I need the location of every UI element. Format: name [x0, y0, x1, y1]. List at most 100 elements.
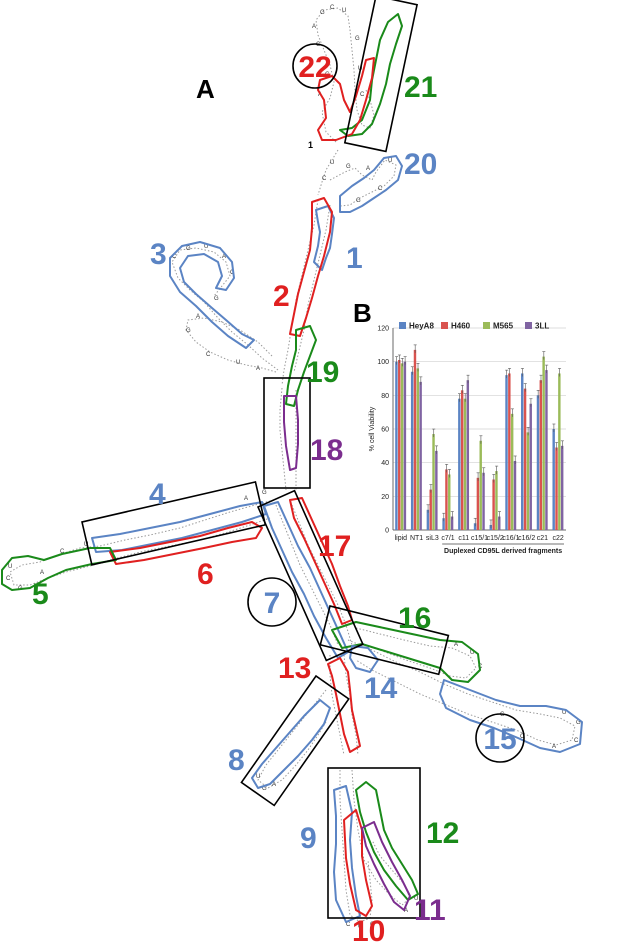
x-tick-label: c16/1 [502, 535, 519, 542]
legend-label-HeyA8: HeyA8 [409, 322, 434, 331]
y-tick-label: 40 [381, 460, 389, 467]
bar-NT1-H460 [413, 349, 417, 530]
fragment-label-18: 18 [310, 434, 343, 467]
bar-lipid-3LL [403, 361, 407, 530]
bar-c7/1-3LL [450, 516, 454, 530]
y-tick-label: 120 [377, 326, 389, 333]
x-tick-label: lipid [395, 535, 408, 542]
x-tick-label: c16/2 [518, 535, 535, 542]
fragment-label-15: 15 [483, 723, 516, 756]
fragment-label-5: 5 [32, 578, 49, 611]
fragment-2-outline [289, 197, 333, 337]
fragment-label-22: 22 [298, 51, 331, 84]
svg-text:G: G [355, 36, 360, 42]
fragment-20-outline [339, 155, 403, 213]
panel-a-label: A [196, 74, 215, 104]
svg-text:G: G [370, 922, 375, 928]
fragment-label-10: 10 [352, 915, 385, 945]
bar-c11-HeyA8 [458, 398, 461, 530]
svg-text:C: C [322, 176, 327, 182]
circle-22 [292, 43, 338, 89]
bar-c21-H460 [539, 380, 543, 530]
bar-c7/1-H460 [445, 469, 448, 530]
svg-text:G: G [186, 328, 191, 334]
fragment-3-outline [169, 241, 255, 349]
svg-text:U: U [562, 710, 566, 716]
legend-label-H460: H460 [451, 322, 471, 331]
box-16 [319, 605, 450, 676]
circle-15 [475, 713, 525, 763]
svg-text:A: A [256, 366, 260, 372]
circle-7 [247, 577, 297, 627]
bar-c16/2-HeyA8 [521, 373, 524, 530]
x-tick-label: siL3 [426, 535, 439, 542]
svg-text:A: A [272, 782, 276, 788]
bar-c11-M565 [463, 398, 467, 530]
svg-text:G: G [576, 720, 581, 726]
start-marker: 1 [308, 140, 313, 150]
bar-lipid-H460 [398, 359, 401, 530]
y-axis-label: % cell Viability [369, 406, 376, 451]
fragment-6-outline [109, 521, 263, 565]
bar-c16/1-HeyA8 [505, 375, 508, 530]
y-tick-label: 80 [381, 393, 389, 400]
bar-c16/1-M565 [510, 413, 514, 530]
svg-text:C: C [172, 254, 177, 260]
bar-c15/1-HeyA8 [473, 523, 477, 530]
bar-c22-3LL [560, 445, 564, 530]
fragment-label-7: 7 [264, 587, 281, 620]
legend-swatch-H460 [441, 322, 448, 329]
fragment-label-20: 20 [404, 148, 437, 181]
svg-text:C: C [520, 734, 525, 740]
svg-text:C: C [6, 576, 11, 582]
svg-text:U: U [358, 924, 362, 930]
fragment-outlines [1, 13, 583, 923]
bar-lipid-HeyA8 [395, 361, 398, 530]
svg-text:U: U [414, 896, 418, 902]
highlight-boxes [81, 0, 450, 919]
bar-c16/2-M565 [526, 432, 530, 530]
svg-text:G: G [356, 198, 361, 204]
box-21 [343, 0, 419, 153]
x-tick-label: c7/1 [441, 535, 454, 542]
bar-c16/2-H460 [523, 388, 527, 530]
bar-siL3-3LL [435, 450, 438, 530]
legend-swatch-3LL [525, 322, 532, 329]
svg-text:C: C [378, 186, 383, 192]
fragment-label-21: 21 [404, 71, 437, 104]
y-tick-label: 0 [385, 528, 389, 535]
bar-siL3-M565 [432, 434, 435, 530]
fragment-16-outline [331, 621, 481, 683]
legend-swatch-HeyA8 [399, 322, 406, 329]
svg-text:C: C [206, 352, 211, 358]
bar-c21-HeyA8 [536, 395, 540, 530]
bar-c11-3LL [466, 380, 470, 530]
y-tick-label: 20 [381, 494, 389, 501]
svg-text:G: G [320, 10, 325, 16]
fragment-label-4: 4 [149, 478, 166, 511]
svg-text:A: A [222, 254, 226, 260]
fragment-label-11: 11 [414, 894, 446, 927]
fragment-label-12: 12 [426, 817, 459, 850]
legend-swatch-M565 [483, 322, 490, 329]
box-18 [263, 377, 311, 489]
legend-label-3LL: 3LL [535, 322, 549, 331]
bar-c15/2-M565 [495, 471, 498, 530]
svg-text:A: A [454, 642, 458, 648]
fragment-18-outline [283, 395, 299, 471]
bar-NT1-3LL [419, 381, 422, 530]
box-9-12 [327, 767, 421, 919]
bar-c7/1-HeyA8 [442, 518, 445, 530]
bar-c22-H460 [555, 447, 558, 530]
svg-text:A: A [552, 744, 556, 750]
bar-c15/2-H460 [492, 479, 495, 530]
fragment-14-outline [349, 645, 379, 673]
svg-text:A: A [366, 166, 370, 172]
bar-c16/1-H460 [508, 373, 511, 530]
x-tick-label: c15/1 [471, 535, 488, 542]
rna-backbone [9, 7, 576, 923]
fragment-labels: 22 21 20 1 3 2 19 18 4 17 6 5 7 16 13 14… [32, 51, 517, 945]
